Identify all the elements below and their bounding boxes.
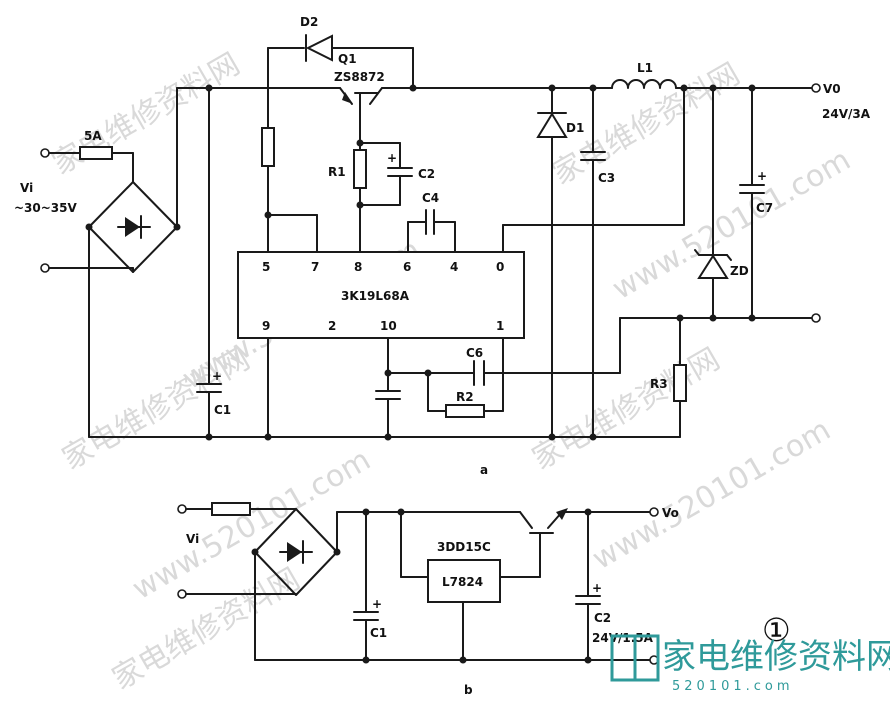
logo-text: 家电维修资料网 bbox=[662, 637, 890, 677]
ic-pin-6: 6 bbox=[403, 260, 411, 274]
watermark-text-3: 家电维修资料网 bbox=[47, 47, 246, 182]
inductor-l1 bbox=[592, 79, 813, 89]
resistor-pin5 bbox=[261, 127, 275, 167]
ic-pin-4: 4 bbox=[450, 260, 458, 274]
b-input-terminal-bottom bbox=[177, 589, 187, 599]
ic-label: 3K19L68A bbox=[341, 289, 410, 303]
label-output: V0 bbox=[823, 82, 841, 96]
c1-plus: + bbox=[212, 369, 222, 383]
transistor-q1 bbox=[339, 87, 414, 121]
diode-d1 bbox=[536, 87, 568, 441]
b-c2-plus: + bbox=[592, 581, 602, 595]
caption-a: a bbox=[480, 463, 488, 477]
b-label-regulator: L7824 bbox=[442, 575, 483, 589]
b-output-terminal-top bbox=[649, 507, 659, 517]
b-bridge-rectifier bbox=[251, 508, 341, 596]
label-zd: ZD bbox=[730, 264, 749, 278]
watermark-text-2: 家电维修资料网 bbox=[527, 342, 726, 477]
circuit-a: + bbox=[40, 34, 821, 441]
ic-pin-10: 10 bbox=[380, 319, 397, 333]
bridge-rectifier bbox=[85, 181, 181, 273]
input-terminal-top bbox=[40, 148, 50, 158]
b-fuse bbox=[211, 502, 251, 516]
label-q1: Q1 bbox=[338, 52, 357, 66]
input-terminal-bottom bbox=[40, 263, 50, 273]
label-c2: C2 bbox=[418, 167, 435, 181]
label-q1-part: ZS8872 bbox=[334, 70, 385, 84]
label-c3: C3 bbox=[598, 171, 615, 185]
diode-d2 bbox=[267, 34, 414, 89]
circuit-b: + + bbox=[177, 502, 659, 665]
label-input: Vi bbox=[20, 181, 33, 195]
b-label-transistor: 3DD15C bbox=[437, 540, 491, 554]
b-label-input: Vi bbox=[186, 532, 199, 546]
label-r2: R2 bbox=[456, 390, 474, 404]
label-c1: C1 bbox=[214, 403, 231, 417]
label-c6: C6 bbox=[466, 346, 483, 360]
label-r1: R1 bbox=[328, 165, 346, 179]
site-logo: 家电维修资料网 520101.com bbox=[610, 634, 890, 694]
b-label-output: Vo bbox=[662, 506, 679, 520]
c2-plus: + bbox=[387, 151, 397, 165]
circuit-a-labels: D2 Q1 ZS8872 R1 C2 C4 D1 C3 L1 V0 24V/3A… bbox=[14, 15, 871, 477]
resistor-r1 bbox=[353, 149, 367, 189]
label-output-rating: 24V/3A bbox=[822, 107, 871, 121]
ic-pin-0: 0 bbox=[496, 260, 504, 274]
fuse bbox=[79, 146, 113, 160]
figure-number: ① bbox=[762, 611, 791, 649]
b-transistor-3dd15c bbox=[519, 508, 651, 541]
label-c7: C7 bbox=[756, 201, 773, 215]
resistor-r3 bbox=[673, 364, 687, 402]
b-label-output-rating: 24V/1.5A bbox=[592, 631, 654, 645]
ic-pin-7: 7 bbox=[311, 260, 319, 274]
b-c1-plus: + bbox=[372, 597, 382, 611]
ic-3k19l68a bbox=[237, 251, 525, 339]
b-input-terminal-top bbox=[177, 504, 187, 514]
label-c4: C4 bbox=[422, 191, 439, 205]
label-l1: L1 bbox=[637, 61, 653, 75]
ic-pin-2: 2 bbox=[328, 319, 336, 333]
label-d1: D1 bbox=[566, 121, 584, 135]
b-label-c2: C2 bbox=[594, 611, 611, 625]
label-d2: D2 bbox=[300, 15, 318, 29]
label-fuse: 5A bbox=[84, 129, 102, 143]
ic-pin-9: 9 bbox=[262, 319, 270, 333]
output-terminal-bottom bbox=[811, 313, 821, 323]
resistor-r2 bbox=[445, 404, 485, 418]
caption-b: b bbox=[464, 683, 473, 697]
logo-url: 520101.com bbox=[672, 679, 794, 694]
ic-pin-5: 5 bbox=[262, 260, 270, 274]
ic-pin-1: 1 bbox=[496, 319, 504, 333]
zener-zd bbox=[694, 87, 732, 319]
ic-pin-8: 8 bbox=[354, 260, 362, 274]
label-input-range: ~30~35V bbox=[14, 201, 78, 215]
c7-plus: + bbox=[757, 169, 767, 183]
label-r3: R3 bbox=[650, 377, 668, 391]
output-terminal-top bbox=[811, 83, 821, 93]
b-label-c1: C1 bbox=[370, 626, 387, 640]
